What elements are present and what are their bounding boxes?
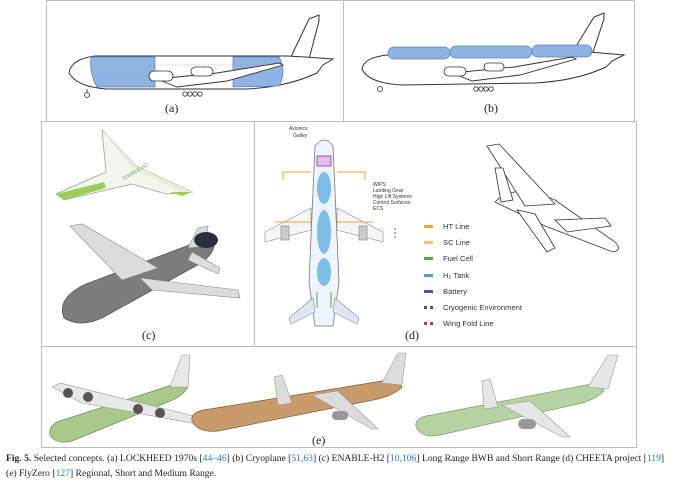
panel-d: Avionics Galley WIPS Landing Gear High L… — [254, 121, 637, 347]
legend-item-wing-fold-line: Wing Fold Line — [424, 316, 522, 332]
legend-item-cryogenic-environment: Cryogenic Environment — [424, 299, 522, 315]
systems-item: High Lift Systems — [373, 194, 412, 200]
panel-c: ENABLE-H2 (c) — [41, 121, 255, 347]
systems-item: Control Surfaces — [373, 200, 411, 206]
caption-text: ] Regional, Short and Medium Range. — [69, 468, 217, 479]
caption-text: ] (e) FlyZero [ — [6, 453, 665, 479]
panel-a-label: (a) — [165, 101, 179, 115]
systems-item: ECS — [373, 206, 384, 212]
caption-label: Fig. 5. — [6, 453, 32, 464]
legend-item-fuel-cell: Fuel Cell — [424, 251, 522, 267]
caption-text: ] (c) ENABLE-H2 [ — [312, 453, 390, 464]
panel-e-label: (e) — [312, 433, 326, 447]
caption-text: ] Long Range BWB and Short Range (d) CHE… — [416, 453, 647, 464]
panel-a: (a) — [46, 0, 344, 122]
legend-item-ht-line: HT Line — [424, 218, 522, 234]
figure-caption: Fig. 5. Selected concepts. (a) LOCKHEED … — [6, 451, 674, 481]
systems-item: Landing Gear — [373, 188, 404, 194]
avionics-label: Avionics — [289, 126, 308, 132]
cryoplane-aircraft-drawing — [361, 12, 626, 92]
reference-link[interactable]: 119 — [646, 453, 661, 464]
legend-item-sc-line: SC Line — [424, 234, 522, 250]
lockheed-aircraft-drawing — [68, 14, 335, 98]
systems-item: WIPS — [373, 182, 386, 188]
cheeta-layout-diagram — [264, 139, 619, 327]
enable-h2-aircraft-renders: ENABLE-H2 — [55, 128, 241, 324]
flyzero-aircraft-renders — [49, 352, 619, 443]
panel-c-label: (c) — [142, 328, 156, 342]
panel-b: (b) — [343, 0, 635, 122]
panel-e: (e) — [41, 346, 637, 448]
galley-label: Galley — [293, 133, 308, 139]
cheeta-legend: HT Line SC Line Fuel Cell H₂ Tank Batter… — [424, 218, 522, 332]
reference-link[interactable]: 51,63 — [291, 453, 313, 464]
reference-link[interactable]: 44–46 — [202, 453, 227, 464]
panel-b-label: (b) — [484, 101, 498, 115]
panel-d-label: (d) — [405, 328, 419, 342]
legend-item-h2-tank: H₂ Tank — [424, 267, 522, 283]
legend-item-battery: Battery — [424, 283, 522, 299]
reference-link[interactable]: 127 — [55, 468, 70, 479]
systems-annotation: WIPS Landing Gear High Lift Systems Cont… — [373, 182, 412, 212]
caption-text: Selected concepts. (a) LOCKHEED 1970s [ — [31, 453, 203, 464]
caption-text: ] (b) Cryoplane [ — [226, 453, 292, 464]
reference-link[interactable]: 10,106 — [389, 453, 417, 464]
